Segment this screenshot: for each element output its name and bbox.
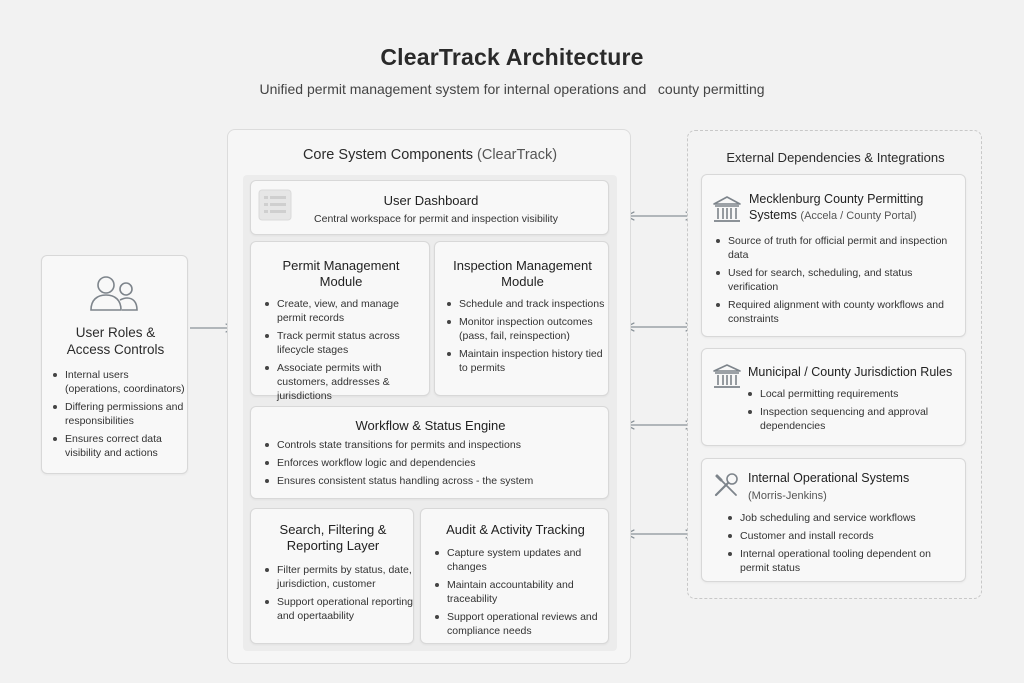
page-subtitle: Unified permit management system for int… (259, 81, 765, 97)
list-item: Ensures correct data visibility and acti… (51, 432, 185, 460)
user-roles-heading-line2: Access Controls (66, 342, 165, 357)
audit-tracking-title: Audit & Activity Tracking (446, 522, 585, 537)
user-roles-card: User Roles & Access Controls Internal us… (41, 255, 188, 474)
page-title: ClearTrack Architecture (380, 44, 644, 70)
workflow-engine-title: Workflow & Status Engine (355, 418, 506, 433)
list-item: Source of truth for official permit and … (714, 234, 962, 262)
mecklenburg-title-line2: Systems (749, 208, 797, 222)
jurisdiction-rules-card: Municipal / County Jurisdiction Rules Lo… (701, 348, 966, 446)
search-reporting-title: Search, Filtering & Reporting Layer (251, 522, 415, 554)
inspection-management-card: Inspection Management Module Schedule an… (434, 241, 609, 396)
list-item: Track permit status across lifecycle sta… (263, 329, 427, 357)
inspection-management-title: Inspection Management Module (435, 258, 610, 290)
list-item: Schedule and track inspections (445, 297, 605, 311)
mecklenburg-title-line1: Mecklenburg County Permitting (749, 192, 924, 206)
list-item: Controls state transitions for permits a… (263, 438, 603, 452)
external-dependencies-title: External Dependencies & Integrations (726, 150, 945, 165)
dashboard-icon (258, 189, 292, 226)
inspection-title-line2: Module (501, 274, 544, 289)
mecklenburg-title: Mecklenburg County Permitting Systems (A… (749, 191, 964, 224)
core-title-paren: (ClearTrack) (477, 147, 558, 163)
list-item: Associate permits with customers, addres… (263, 361, 427, 403)
permit-management-title: Permit Management Module (251, 258, 431, 290)
list-item: Ensures consistent status handling acros… (263, 474, 603, 488)
user-dashboard-card: User Dashboard Central workspace for per… (250, 180, 609, 235)
mecklenburg-title-paren: (Accela / County Portal) (800, 210, 917, 222)
list-item: Support operational reporting and operta… (263, 595, 413, 623)
core-title-text: Core System Components (302, 147, 473, 163)
list-item: Customer and install records (726, 529, 962, 543)
user-roles-heading: User Roles & Access Controls (42, 324, 189, 358)
permit-title-line2: Module (319, 274, 363, 289)
list-item: Monitor inspection outcomes (pass, fail,… (445, 315, 605, 343)
search-title-line2: Reporting Layer (286, 538, 380, 553)
user-roles-heading-line1: User Roles & (75, 325, 156, 340)
user-dashboard-desc: Central workspace for permit and inspect… (314, 213, 558, 225)
list-item: Required alignment with county workflows… (714, 298, 962, 326)
search-reporting-list: Filter permits by status, date, jurisdic… (263, 563, 413, 627)
list-item: Used for search, scheduling, and status … (714, 266, 962, 294)
jurisdiction-rules-title: Municipal / County Jurisdiction Rules (748, 365, 953, 379)
list-item: Support operational reviews and complian… (433, 610, 605, 638)
jurisdiction-rules-list: Local permitting requirements Inspection… (746, 387, 961, 437)
list-item: Maintain accountability and traceability (433, 578, 605, 606)
inspection-management-list: Schedule and track inspections Monitor i… (445, 297, 605, 379)
list-item: Enforces workflow logic and dependencies (263, 456, 603, 470)
workflow-engine-card: Workflow & Status Engine Controls state … (250, 406, 609, 499)
user-dashboard-title: User Dashboard (383, 193, 479, 208)
list-item: Maintain inspection history tied to perm… (445, 347, 605, 375)
list-item: Local permitting requirements (746, 387, 961, 401)
wrench-screwdriver-icon (712, 471, 740, 504)
mecklenburg-card: Mecklenburg County Permitting Systems (A… (701, 174, 966, 337)
search-title-line1: Search, Filtering & (279, 522, 387, 537)
list-item: Capture system updates and changes (433, 546, 605, 574)
internal-ops-card: Internal Operational Systems (Morris-Jen… (701, 458, 966, 582)
user-roles-list: Internal users (operations, coordinators… (51, 368, 185, 464)
audit-tracking-list: Capture system updates and changes Maint… (433, 546, 605, 642)
list-item: Internal operational tooling dependent o… (726, 547, 962, 575)
list-item: Inspection sequencing and approval depen… (746, 405, 961, 433)
permit-title-line1: Permit Management (282, 258, 400, 273)
permit-management-list: Create, view, and manage permit records … (263, 297, 427, 407)
search-reporting-card: Search, Filtering & Reporting Layer Filt… (250, 508, 414, 644)
workflow-engine-list: Controls state transitions for permits a… (263, 438, 603, 492)
audit-tracking-card: Audit & Activity Tracking Capture system… (420, 508, 609, 644)
permit-management-card: Permit Management Module Create, view, a… (250, 241, 431, 402)
building-columns-icon (712, 363, 742, 396)
list-item: Differing permissions and responsibiliti… (51, 400, 185, 428)
core-components-title: Core System Components (ClearTrack) (228, 147, 632, 163)
list-item: Job scheduling and service workflows (726, 511, 962, 525)
internal-ops-title: Internal Operational Systems (Morris-Jen… (748, 470, 963, 504)
list-item: Internal users (operations, coordinators… (51, 368, 185, 396)
building-columns-icon (712, 195, 742, 230)
list-item: Create, view, and manage permit records (263, 297, 427, 325)
users-icon (89, 274, 139, 317)
internal-ops-list: Job scheduling and service workflows Cus… (726, 511, 962, 579)
inspection-title-line1: Inspection Management (453, 258, 592, 273)
list-item: Filter permits by status, date, jurisdic… (263, 563, 413, 591)
mecklenburg-list: Source of truth for official permit and … (714, 234, 962, 330)
internal-ops-title-paren: (Morris-Jenkins) (748, 490, 827, 502)
internal-ops-title-line1: Internal Operational Systems (748, 471, 910, 485)
